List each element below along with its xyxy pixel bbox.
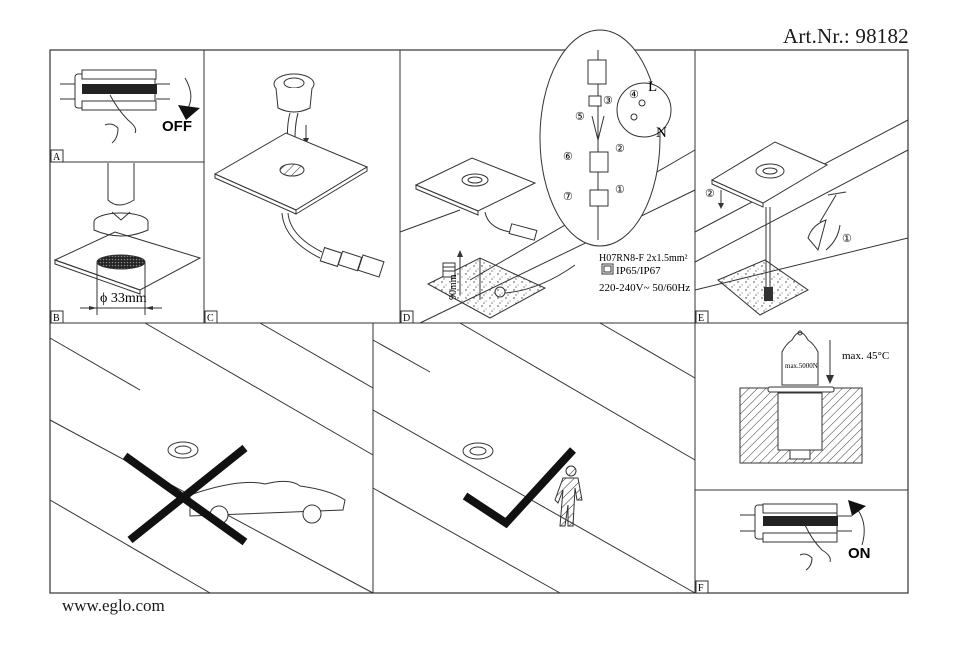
panel-c: C [204,73,385,324]
step-7: ⑦ [563,191,573,203]
max-load-label: max.5000N [785,362,818,370]
step-1: ① [615,184,625,196]
panel-f: ON F [695,500,871,594]
detail-callout [539,29,661,247]
step-2: ② [705,188,715,200]
max-temperature-label: max. 45°C [842,350,889,362]
outer-frame [49,49,909,594]
panel-label-f: F [698,583,704,594]
step-4: ④ [629,89,639,101]
hole-diameter-label: ϕ 33mm [100,291,147,306]
drilled-hole [96,254,146,270]
panel-pedestrians-allowed [372,322,696,594]
panel-b: ϕ 33mm B [50,163,202,324]
rotate-arrow-icon [184,77,192,109]
step-2: ② [615,143,625,155]
load-weight-icon [781,332,819,386]
hand-icon [104,94,137,144]
ip-rating: IP65/IP67 [616,265,661,277]
spotlight-icon [167,441,199,459]
gravel-pit [426,257,547,319]
tile [710,141,829,204]
website-link[interactable]: www.eglo.com [62,596,165,615]
tile [414,157,537,212]
step-5: ⑤ [575,111,585,123]
shovel-icon [807,219,827,252]
cable-spec: H07RN8-F 2x1.5mm² [599,253,688,264]
wiring-detail [616,82,672,138]
breaker-panel-icon [60,69,170,111]
panel-load-rating: max.5000N max. 45°C [739,330,889,464]
panel-label-c: C [207,313,214,324]
gravel-pit [717,259,809,316]
switch-off-label: OFF [162,118,192,135]
breaker-panel-icon [740,503,852,543]
step-6: ⑥ [563,151,573,163]
pedestrian-icon [554,465,583,527]
panel-e: ① ② E [694,119,909,324]
wire-neutral-label: N [656,125,667,141]
voltage-spec: 220-240V~ 50/60Hz [599,282,690,294]
hand-icon [799,524,831,571]
step-3: ③ [603,95,613,107]
panel-label-a: A [53,152,61,163]
wire-live-label: L [648,79,657,95]
article-number: Art.Nr.: 98182 [783,24,909,48]
panel-label-d: D [403,313,410,324]
step-1: ① [842,233,852,245]
panel-d: 90mm ③ ⑤ ② ⑥ ① ⑦ ④ L N H07RN8-F 2x1.5mm²… [399,29,696,324]
rotate-arrow-icon [857,509,865,546]
switch-on-label: ON [848,545,871,562]
cable-connector-icon [319,246,385,278]
panel-label-b: B [53,313,60,324]
drill-icon [107,163,135,206]
panel-no-vehicles [49,322,374,594]
panel-a: OFF A [50,69,200,163]
panel-label-e: E [698,313,704,324]
spotlight-icon [462,442,494,460]
depth-label: 90mm [448,274,459,300]
cable-connector-icon [508,223,538,241]
checkmark-icon [462,447,576,529]
